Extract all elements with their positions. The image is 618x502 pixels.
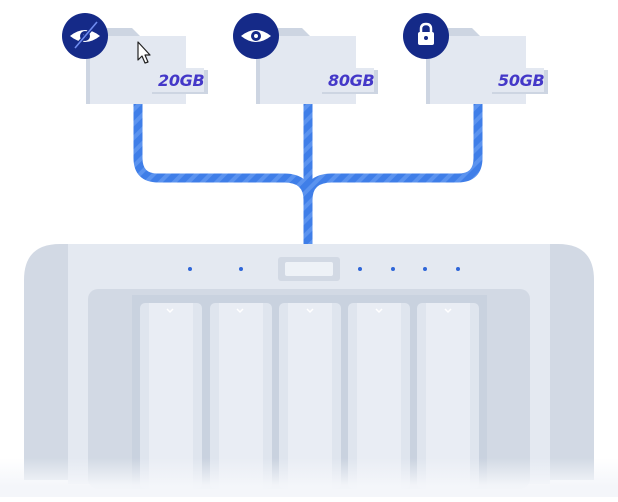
lock-icon bbox=[403, 13, 449, 59]
folder-tab bbox=[320, 68, 374, 92]
status-led bbox=[456, 267, 460, 271]
cable-right bbox=[303, 104, 483, 201]
folder-3-size-label: 50GB bbox=[498, 71, 545, 90]
mouse-cursor-icon bbox=[137, 41, 151, 64]
status-led bbox=[358, 267, 362, 271]
folder-tab bbox=[150, 68, 204, 92]
cable-left bbox=[133, 104, 313, 244]
folder-1[interactable] bbox=[86, 28, 208, 104]
status-led bbox=[239, 267, 243, 271]
status-led bbox=[188, 267, 192, 271]
eye-icon bbox=[233, 13, 279, 59]
nas-display bbox=[285, 262, 333, 276]
eye-slash-icon bbox=[62, 13, 108, 59]
folder-1-size-label: 20GB bbox=[158, 71, 205, 90]
folder-2-size-label: 80GB bbox=[328, 71, 375, 90]
folder-tab bbox=[490, 68, 544, 92]
status-leds bbox=[188, 267, 460, 271]
status-led bbox=[423, 267, 427, 271]
floor-fade bbox=[0, 458, 618, 497]
status-led bbox=[391, 267, 395, 271]
nas-device bbox=[24, 244, 594, 489]
nas-left-side bbox=[24, 244, 70, 480]
folder-3[interactable] bbox=[426, 28, 548, 104]
cable-tree bbox=[133, 104, 483, 244]
nas-right-side bbox=[548, 244, 594, 480]
